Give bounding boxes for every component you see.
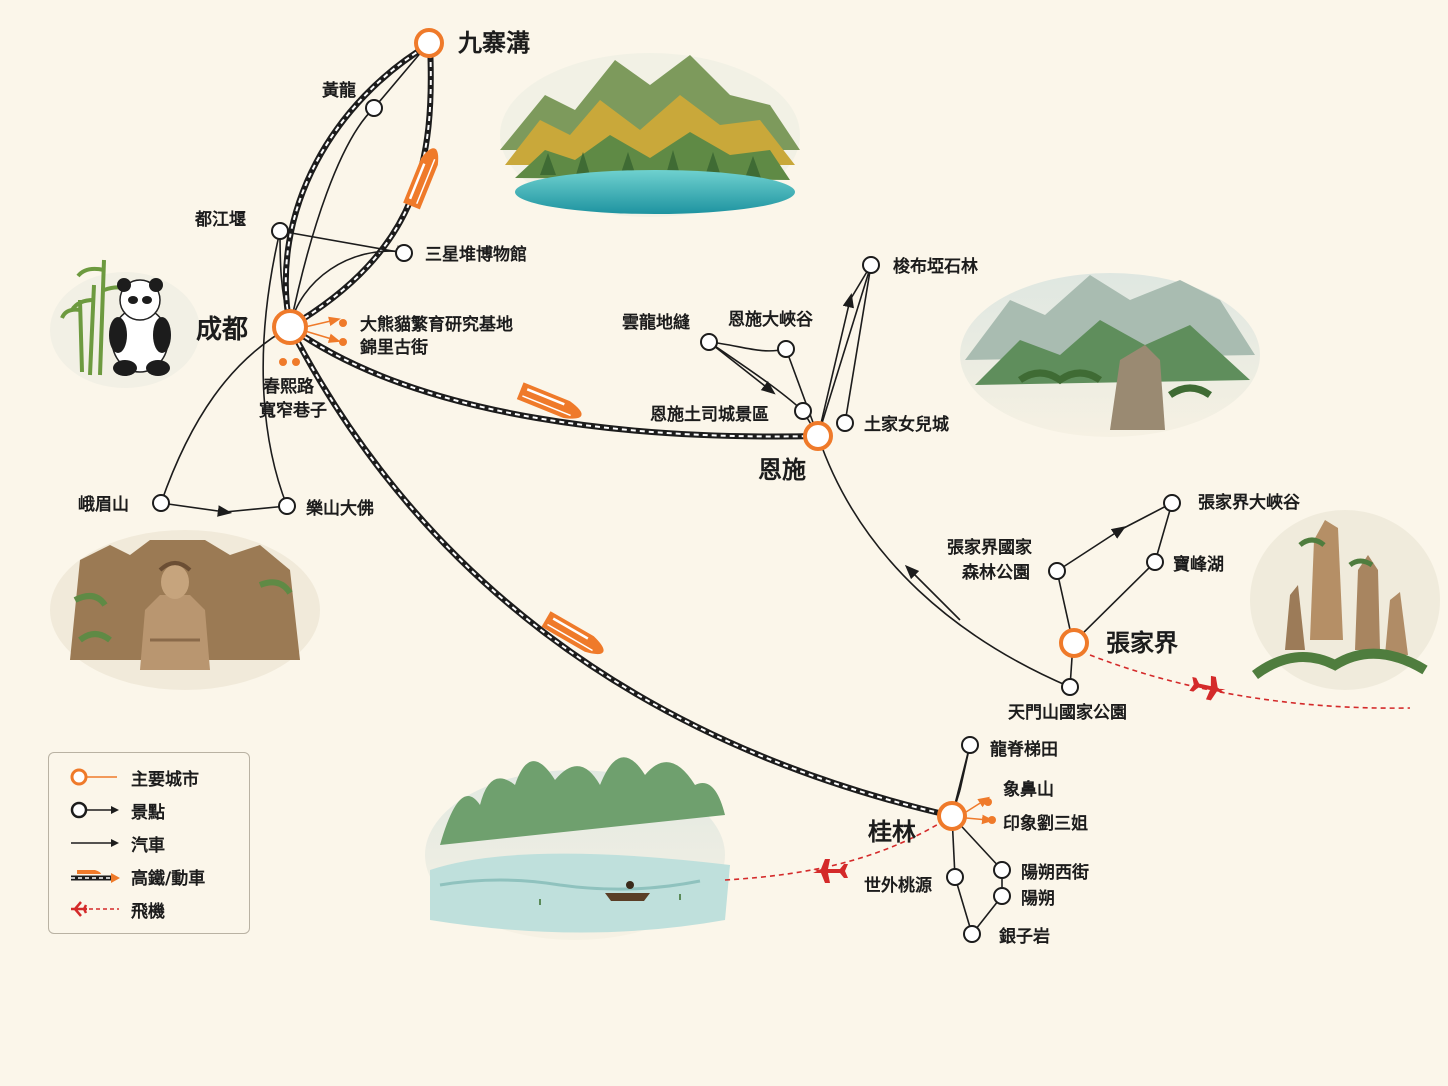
map-legend: 主要城市 景點 汽車 高鐵/動車 飛機: [48, 752, 250, 934]
rail-train-icon: [71, 870, 120, 883]
dujiangyan-label: 都江堰: [194, 209, 246, 230]
legend-item-sight: 景點: [67, 798, 165, 823]
plane-icon: [1189, 675, 1226, 701]
city-nodes: [272, 28, 1089, 831]
yangshuo-west-label: 陽朔西街: [1021, 862, 1089, 883]
liusanjie-label: 印象劉三姐: [1003, 813, 1088, 834]
jiuzhaigou-label: 九寨溝: [457, 29, 530, 57]
sanxingdui-label: 三星堆博物館: [425, 244, 527, 265]
enshi-canyon-marker[interactable]: [777, 340, 795, 358]
jiuzhaigou-landscape-illustration: [500, 53, 800, 217]
leshan-marker[interactable]: [278, 497, 296, 515]
yangshuo-west-marker[interactable]: [993, 861, 1011, 879]
legend-label: 主要城市: [131, 769, 199, 790]
enshi-label: 恩施: [758, 456, 806, 484]
emeishan-marker[interactable]: [152, 494, 170, 512]
chengdu-label: 成都: [196, 315, 248, 345]
dujiangyan-marker[interactable]: [271, 222, 289, 240]
leshan-label: 樂山大佛: [306, 498, 374, 519]
panda-base-dot: [339, 319, 347, 327]
plane-icon: [813, 859, 848, 883]
yangshuo-marker[interactable]: [993, 887, 1011, 905]
yinziyan-label: 銀子岩: [999, 926, 1050, 947]
city-ring-icon: [70, 768, 117, 786]
yunlong-marker[interactable]: [700, 333, 718, 351]
tusi-label: 恩施土司城景區: [650, 404, 769, 425]
rail-routes: [282, 41, 953, 819]
suobuya-marker[interactable]: [862, 256, 880, 274]
train-icon: [516, 382, 582, 419]
baofeng-marker[interactable]: [1146, 553, 1164, 571]
shiwai-label: 世外桃源: [864, 875, 932, 896]
guilin-marker[interactable]: [937, 801, 967, 831]
train-icon: [541, 611, 604, 655]
zjj-forest-label-line2: 森林公園: [962, 562, 1030, 583]
flight-routes: [724, 654, 1411, 881]
baofeng-label: 寶峰湖: [1173, 554, 1224, 575]
jiuzhaigou-marker[interactable]: [414, 28, 444, 58]
legend-item-city: 主要城市: [67, 765, 199, 790]
tianmen-marker[interactable]: [1061, 678, 1079, 696]
guilin-label: 桂林: [868, 818, 916, 846]
longji-marker[interactable]: [961, 736, 979, 754]
legend-item-rail: 高鐵/動車: [67, 864, 206, 889]
zjj-forest-label-line1: 張家界國家: [947, 537, 1032, 558]
yangshuo-label: 陽朔: [1021, 888, 1055, 909]
bus-arrow-icon: [71, 839, 119, 847]
zhangjiajie-marker[interactable]: [1059, 628, 1089, 658]
legend-label: 汽車: [131, 835, 165, 856]
enshi-mountains-illustration: [960, 273, 1260, 437]
zjj-canyon-marker[interactable]: [1163, 494, 1181, 512]
panda-base-label: 大熊貓繁育研究基地: [360, 314, 513, 335]
xiangbi-label: 象鼻山: [1003, 779, 1054, 800]
tujia-label: 土家女兒城: [864, 414, 949, 435]
kuanzhai-dot: [292, 358, 300, 366]
leshan-buddha-illustration: [50, 530, 320, 690]
chengdu-marker[interactable]: [272, 309, 308, 345]
tujia-marker[interactable]: [836, 414, 854, 432]
suobuya-label: 梭布埡石林: [893, 256, 978, 277]
chunxi-dot: [279, 358, 287, 366]
train-icon: [403, 148, 439, 210]
legend-label: 高鐵/動車: [131, 868, 206, 889]
tusi-marker[interactable]: [794, 402, 812, 420]
tianmen-label: 天門山國家公園: [1008, 702, 1127, 723]
jinli-label: 錦里古街: [360, 337, 428, 358]
shiwai-marker[interactable]: [946, 868, 964, 886]
plane-icon: [71, 901, 119, 917]
enshi-canyon-label: 恩施大峽谷: [728, 309, 814, 330]
zhangjiajie-pillars-illustration: [1250, 510, 1440, 690]
xiangbi-dot: [984, 798, 992, 806]
zhangjiajie-label: 張家界: [1106, 629, 1178, 657]
panda-illustration: [50, 259, 200, 388]
chunxi-label: 春熙路: [263, 376, 315, 397]
sight-ring-icon: [70, 801, 119, 819]
kuanzhai-label: 寬窄巷子: [258, 400, 327, 421]
sight-nodes: [152, 99, 1181, 943]
legend-label: 飛機: [131, 901, 165, 922]
huanglong-label: 黃龍: [321, 80, 356, 101]
city-attraction-links: [304, 316, 994, 825]
enshi-marker[interactable]: [803, 421, 833, 451]
zjj-forest-marker[interactable]: [1048, 562, 1066, 580]
jinli-dot: [339, 338, 347, 346]
yinziyan-marker[interactable]: [963, 925, 981, 943]
guilin-river-illustration: [425, 757, 730, 940]
huanglong-marker[interactable]: [365, 99, 383, 117]
emeishan-label: 峨眉山: [78, 495, 129, 515]
legend-label: 景點: [131, 802, 165, 823]
longji-label: 龍脊梯田: [990, 739, 1058, 760]
legend-item-bus: 汽車: [67, 831, 165, 856]
sanxingdui-marker[interactable]: [395, 244, 413, 262]
zjj-canyon-label: 張家界大峽谷: [1198, 492, 1301, 513]
liusanjie-dot: [988, 816, 996, 824]
legend-item-flight: 飛機: [67, 897, 165, 922]
yunlong-label: 雲龍地縫: [622, 312, 691, 333]
